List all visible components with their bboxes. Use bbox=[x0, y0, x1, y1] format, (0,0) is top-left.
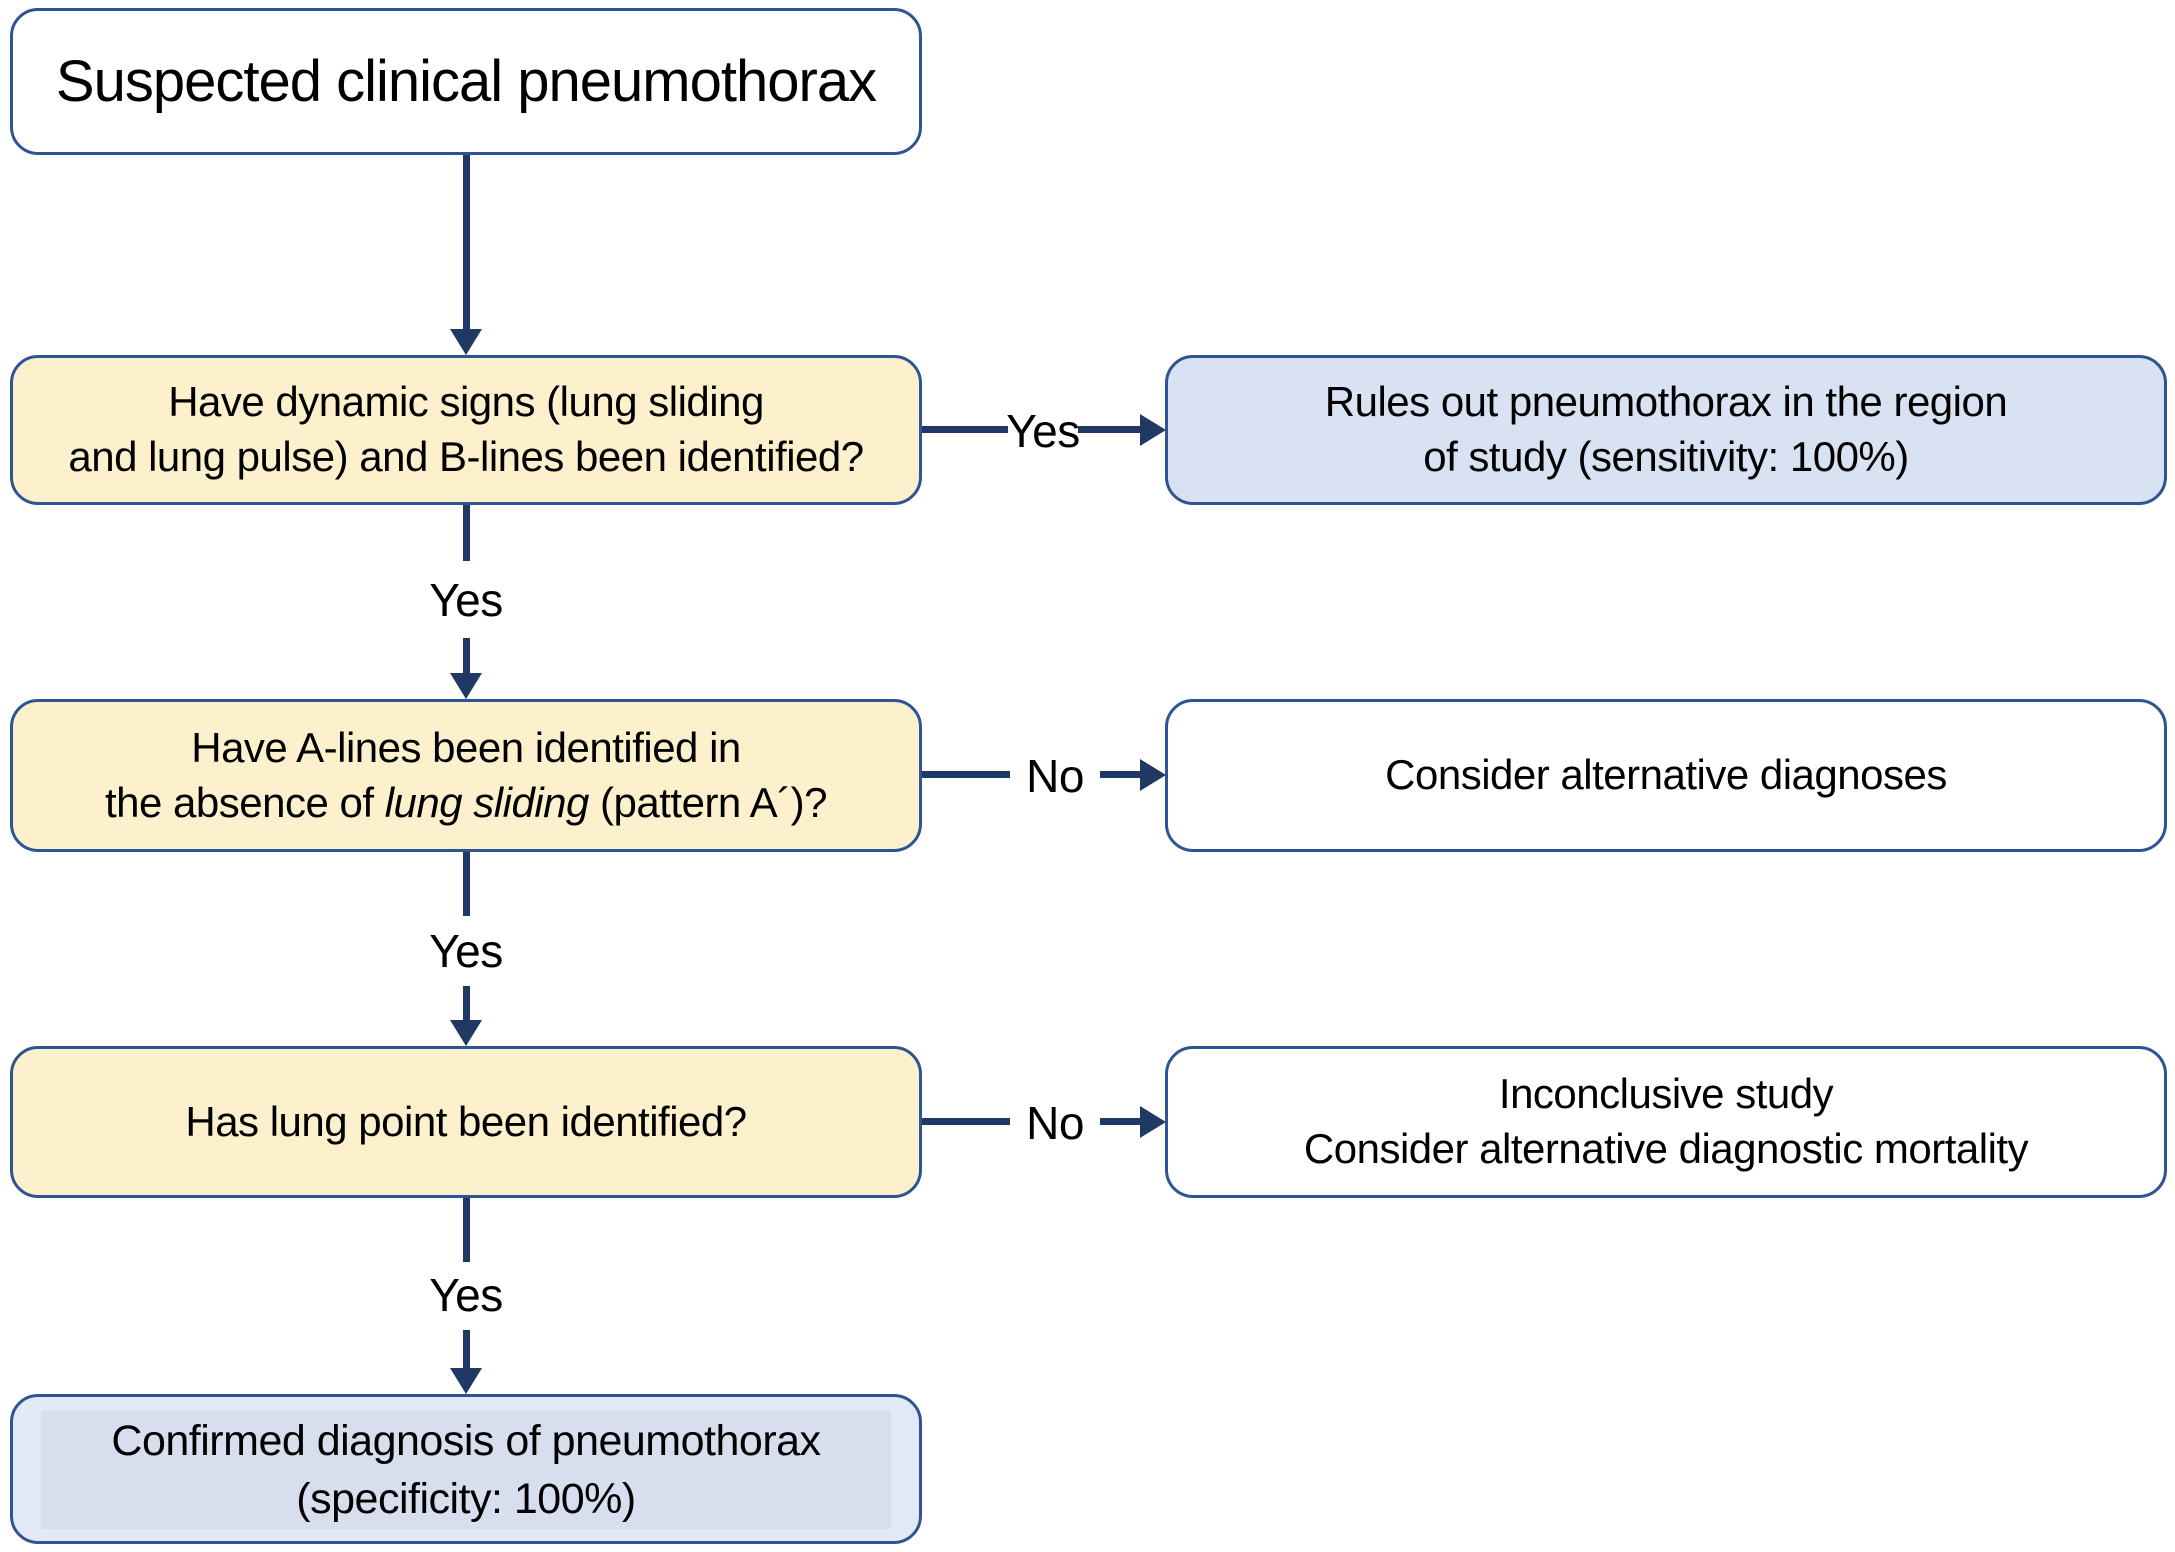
question-a-lines-line2-italic: lung sliding bbox=[384, 778, 590, 826]
result-inconclusive-line1: Inconclusive study bbox=[1498, 1070, 1834, 1118]
arrow-q1-to-r1-head-icon bbox=[1140, 414, 1166, 446]
node-result-inconclusive-study: Inconclusive study Consider alternative … bbox=[1165, 1046, 2167, 1198]
arrow-q2-to-q3-line2 bbox=[463, 986, 470, 1022]
arrow-q2-to-r2-line1 bbox=[922, 771, 1010, 778]
edge-label-q1-right: Yes bbox=[1006, 405, 1080, 457]
result-rules-out-line1: Rules out pneumothorax in the region bbox=[1324, 378, 2008, 426]
edge-label-q2-down: Yes bbox=[429, 925, 503, 977]
arrow-q1-to-r1-line1 bbox=[922, 426, 1008, 433]
node-suspected-pneumothorax: Suspected clinical pneumothorax bbox=[10, 8, 922, 155]
node-suspected-pneumothorax-label: Suspected clinical pneumothorax bbox=[55, 48, 877, 114]
arrow-q3-to-end-line2 bbox=[463, 1330, 470, 1370]
node-confirmed-diagnosis: Confirmed diagnosis of pneumothorax (spe… bbox=[10, 1394, 922, 1544]
edge-label-q3-right: No bbox=[1026, 1097, 1084, 1149]
node-question-a-lines: Have A-lines been identified in the abse… bbox=[10, 699, 922, 852]
arrow-q2-to-q3-line1 bbox=[463, 852, 470, 916]
edge-label-q2-right: No bbox=[1026, 750, 1084, 802]
node-result-alternative-diagnoses: Consider alternative diagnoses bbox=[1165, 699, 2167, 852]
arrow-q2-to-r2-line2 bbox=[1100, 771, 1140, 778]
node-result-rules-out-pneumothorax: Rules out pneumothorax in the region of … bbox=[1165, 355, 2167, 505]
result-inconclusive-line2: Consider alternative diagnostic mortalit… bbox=[1303, 1125, 2029, 1172]
edge-label-q1-down: Yes bbox=[429, 574, 503, 626]
result-rules-out-line2: of study (sensitivity: 100%) bbox=[1423, 433, 1909, 480]
arrow-q3-to-end-head-icon bbox=[450, 1368, 482, 1394]
arrow-q3-to-r3-line1 bbox=[922, 1118, 1010, 1125]
confirmed-diagnosis-line1: Confirmed diagnosis of pneumothorax bbox=[111, 1416, 821, 1465]
confirmed-diagnosis-inner-panel: Confirmed diagnosis of pneumothorax (spe… bbox=[41, 1411, 891, 1529]
question-dynamic-signs-line1: Have dynamic signs (lung sliding bbox=[168, 378, 764, 426]
arrow-q3-to-r3-head-icon bbox=[1140, 1106, 1166, 1138]
result-alternative-diagnoses-label: Consider alternative diagnoses bbox=[1385, 751, 1947, 799]
arrow-q3-to-r3-line2 bbox=[1100, 1118, 1140, 1125]
question-a-lines-line2-post: (pattern A´)? bbox=[588, 778, 827, 826]
node-question-lung-point: Has lung point been identified? bbox=[10, 1046, 922, 1198]
arrow-q2-to-r2-head-icon bbox=[1140, 759, 1166, 791]
arrow-q1-to-q2-head-icon bbox=[450, 673, 482, 699]
arrow-start-to-q1-line bbox=[463, 155, 470, 331]
arrow-q1-to-r1-line2 bbox=[1078, 426, 1140, 433]
node-question-dynamic-signs: Have dynamic signs (lung sliding and lun… bbox=[10, 355, 922, 505]
arrow-q2-to-q3-head-icon bbox=[450, 1020, 482, 1046]
question-lung-point-label: Has lung point been identified? bbox=[185, 1097, 747, 1145]
arrow-q1-to-q2-line1 bbox=[463, 505, 470, 561]
edge-label-q3-down: Yes bbox=[429, 1269, 503, 1321]
confirmed-diagnosis-line2: (specificity: 100%) bbox=[296, 1475, 636, 1523]
arrow-q3-to-end-line1 bbox=[463, 1198, 470, 1262]
arrow-start-to-q1-head-icon bbox=[450, 329, 482, 355]
arrow-q1-to-q2-line2 bbox=[463, 638, 470, 674]
question-a-lines-line2-pre: the absence of bbox=[105, 778, 385, 826]
question-a-lines-line2: the absence of lung sliding (pattern A´)… bbox=[105, 776, 827, 831]
question-a-lines-line1: Have A-lines been identified in bbox=[191, 723, 741, 771]
question-dynamic-signs-line2: and lung pulse) and B-lines been identif… bbox=[68, 433, 864, 480]
